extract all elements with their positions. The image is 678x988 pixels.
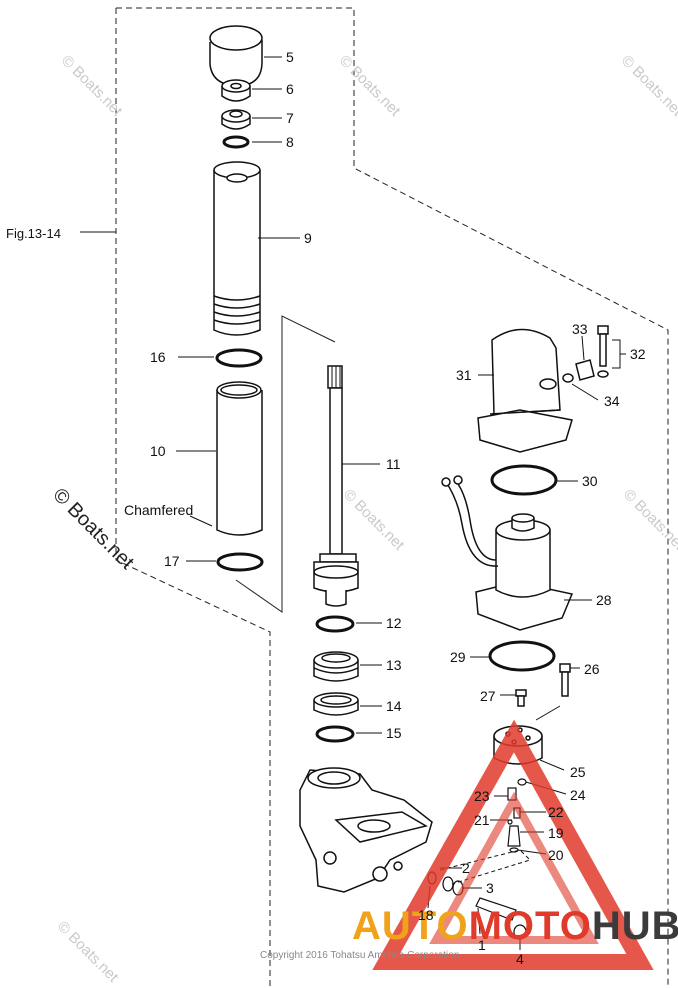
part-29-oring <box>488 640 556 672</box>
part-26-bolt <box>559 663 571 697</box>
chamfer-note: Chamfered <box>124 502 194 518</box>
part-33-34-fittings <box>562 359 595 383</box>
part-label-19: 19 <box>548 825 564 841</box>
part-label-11: 11 <box>386 456 401 472</box>
part-label-33: 33 <box>572 321 588 337</box>
part-label-26: 26 <box>584 661 600 677</box>
part-label-23: 23 <box>474 788 490 804</box>
part-10-tube <box>216 381 263 536</box>
part-11-rod <box>313 365 359 607</box>
part-label-22: 22 <box>548 804 564 820</box>
part-label-18: 18 <box>418 907 434 923</box>
part-27-plug <box>515 689 527 707</box>
part-label-20: 20 <box>548 847 564 863</box>
part-label-2: 2 <box>462 860 470 876</box>
part-15-oring <box>315 725 355 743</box>
pump-housing <box>299 767 433 893</box>
part-28-motor <box>441 475 574 631</box>
part-16-oring <box>215 348 263 368</box>
part-label-9: 9 <box>304 230 312 246</box>
part-9-cylinder <box>213 161 261 336</box>
part-label-13: 13 <box>386 657 402 673</box>
brand-part-2: MOTO <box>468 904 592 948</box>
part-14-ring <box>313 692 359 716</box>
brand-part-1: AUTO <box>352 904 469 948</box>
part-32-bolt <box>597 325 609 378</box>
brand-triangle-logo <box>372 719 654 970</box>
part-label-4: 4 <box>516 951 524 967</box>
part-8-oring <box>222 135 250 149</box>
part-label-27: 27 <box>480 688 496 704</box>
part-6-nut <box>221 79 251 102</box>
part-31-cover <box>477 328 573 453</box>
part-12-oring <box>315 615 355 633</box>
part-label-6: 6 <box>286 81 294 97</box>
part-7-bushing <box>221 109 251 130</box>
part-17-oring <box>216 552 264 572</box>
brand-wordmark: AUTOMOTOHUB <box>352 904 678 949</box>
part-label-10: 10 <box>150 443 166 459</box>
part-label-1: 1 <box>478 937 486 953</box>
part-label-32: 32 <box>630 346 646 362</box>
group-boundary <box>115 7 669 986</box>
part-label-12: 12 <box>386 615 402 631</box>
part-13-piston <box>313 651 359 682</box>
part-5-cap <box>209 25 263 87</box>
part-label-15: 15 <box>386 725 402 741</box>
part-label-8: 8 <box>286 134 294 150</box>
part-30-oring <box>490 464 558 496</box>
copyright-text: Copyright 2016 Tohatsu America Corporati… <box>260 950 460 961</box>
part-label-5: 5 <box>286 49 294 65</box>
part-label-29: 29 <box>450 649 466 665</box>
figure-reference: Fig.13-14 <box>6 226 61 241</box>
part-label-31: 31 <box>456 367 472 383</box>
part-label-21: 21 <box>474 812 490 828</box>
brand-part-3: HUB <box>591 904 678 948</box>
part-label-34: 34 <box>604 393 620 409</box>
part-label-14: 14 <box>386 698 402 714</box>
part-label-17: 17 <box>164 553 180 569</box>
part-label-7: 7 <box>286 110 294 126</box>
part-label-28: 28 <box>596 592 612 608</box>
part-label-24: 24 <box>570 787 586 803</box>
part-label-25: 25 <box>570 764 586 780</box>
part-label-16: 16 <box>150 349 166 365</box>
part-label-30: 30 <box>582 473 598 489</box>
part-label-3: 3 <box>486 880 494 896</box>
